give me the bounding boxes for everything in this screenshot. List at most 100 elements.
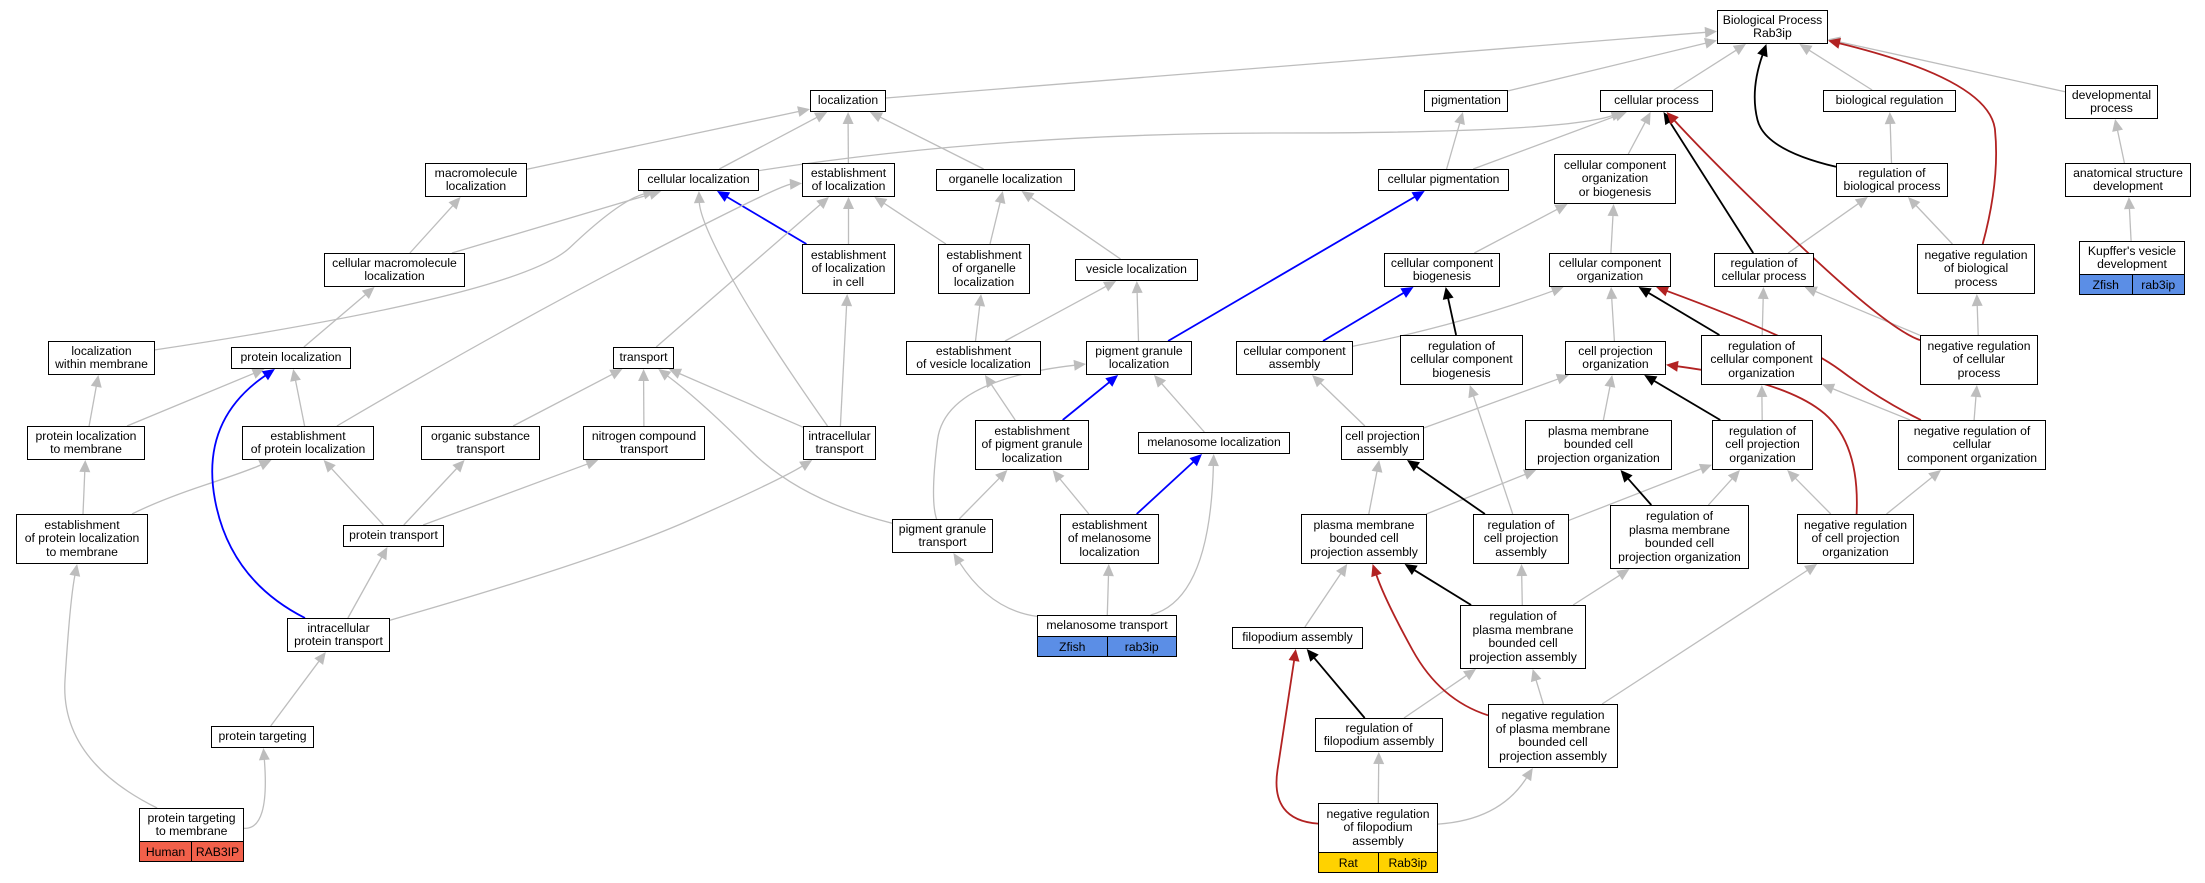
go-term-node-cp[interactable]: cellular process (1600, 90, 1713, 112)
go-term-node-br[interactable]: biological regulation (1823, 90, 1956, 112)
arrowhead-ml-to-pgl (1154, 375, 1167, 388)
arrowhead-pltm-to-lwm (90, 375, 102, 388)
edge-rpmbcpa-to-rcpa (1521, 574, 1523, 606)
go-term-node-eopgl[interactable]: establishment of pigment granule localiz… (975, 420, 1089, 470)
edge-nrcco-to-nrcp (1973, 395, 1977, 421)
go-term-node-pt[interactable]: protein transport (343, 525, 444, 547)
arrowhead-cl-to-cp (1610, 110, 1624, 121)
go-term-node-vl[interactable]: vesicle localization (1075, 259, 1198, 281)
arrowhead-pmbcpa-to-cpa (1371, 460, 1383, 473)
go-term-node-asd[interactable]: anatomical structure development (2065, 163, 2191, 197)
go-term-node-rpmbcpa[interactable]: regulation of plasma membrane bounded ce… (1460, 605, 1586, 669)
go-term-node-ccb[interactable]: cellular component biogenesis (1384, 253, 1500, 287)
go-term-node-pmbcpo[interactable]: plasma membrane bounded cell projection … (1525, 420, 1672, 470)
go-term-node-cpa[interactable]: cell projection assembly (1341, 426, 1424, 460)
go-term-node-ol[interactable]: organelle localization (936, 169, 1075, 191)
go-term-node-ml[interactable]: melanosome localization (1138, 432, 1290, 454)
edge-rpmbcpa-to-rpmbcpo (1572, 574, 1621, 606)
arrowhead-rcpo-to-cpo (1644, 375, 1658, 386)
gene-label: RAB3IP (191, 842, 243, 861)
go-term-node-ost[interactable]: organic substance transport (421, 426, 540, 460)
go-term-node-nrcp[interactable]: negative regulation of cellular process (1920, 335, 2038, 385)
go-term-node-rbp[interactable]: regulation of biological process (1836, 163, 1948, 197)
go-term-node-dev[interactable]: developmental process (2065, 85, 2158, 119)
go-term-node-cpo[interactable]: cell projection organization (1565, 341, 1666, 375)
edge-lwm-to-cl (154, 193, 645, 351)
species-label: Zfish (2092, 277, 2119, 292)
edge-ol-to-loc (879, 116, 984, 170)
go-term-node-cpig[interactable]: cellular pigmentation (1378, 169, 1509, 191)
go-term-node-rcpo[interactable]: regulation of cell projection organizati… (1712, 420, 1813, 470)
go-term-node-nrcco[interactable]: negative regulation of cellular componen… (1898, 420, 2046, 470)
go-term-node-nrbp[interactable]: negative regulation of biological proces… (1917, 244, 2035, 294)
go-term-node-mml[interactable]: macromolecule localization (425, 163, 527, 197)
go-term-node-eool[interactable]: establishment of organelle localization (938, 244, 1030, 294)
go-term-node-eovl[interactable]: establishment of vesicle localization (906, 341, 1041, 375)
go-term-node-tr[interactable]: transport (613, 347, 674, 369)
arrowhead-rpmbcpa-to-rcpa (1516, 564, 1528, 577)
go-term-node-nrfa[interactable]: negative regulation of filopodium assemb… (1318, 803, 1438, 853)
arrowhead-eoml-to-ml (1189, 454, 1202, 467)
go-term-node-nrpmbcpa[interactable]: negative regulation of plasma membrane b… (1488, 704, 1618, 768)
go-term-node-ipt[interactable]: intracellular protein transport (287, 618, 390, 652)
go-term-node-nct[interactable]: nitrogen compound transport (583, 426, 705, 460)
edge-ccob-to-cp (1627, 121, 1647, 155)
go-term-node-ptm[interactable]: protein targeting to membrane (139, 808, 244, 842)
edge-rfa-to-rpmbcpa (1403, 674, 1468, 719)
arrowhead-eopl-to-pl (290, 369, 301, 382)
edge-eool-to-eol (883, 202, 947, 245)
arrowhead-cca-to-cco (1550, 286, 1564, 297)
edge-ptm-to-eoplm (64, 574, 158, 809)
go-term-node-eolc[interactable]: establishment of localization in cell (802, 244, 895, 294)
go-term-node-rcpa[interactable]: regulation of cell projection assembly (1473, 514, 1569, 564)
go-term-node-rccb[interactable]: regulation of cellular component biogene… (1400, 335, 1523, 385)
go-term-node-rpmbcpo[interactable]: regulation of plasma membrane bounded ce… (1610, 505, 1749, 569)
go-term-node-pmbcpa[interactable]: plasma membrane bounded cell projection … (1301, 514, 1427, 564)
arrowhead-nrcpo-to-nrcco (1928, 470, 1941, 482)
go-term-node-loc[interactable]: localization (810, 90, 886, 112)
go-term-node-kvd[interactable]: Kupffer's vesicle development (2079, 241, 2185, 275)
edge-eopl-to-eol (336, 183, 792, 427)
go-term-node-rfa[interactable]: regulation of filopodium assembly (1315, 718, 1443, 752)
go-term-node-eoml[interactable]: establishment of melanosome localization (1060, 514, 1159, 564)
edge-ptm-to-ptg (243, 758, 266, 829)
arrowhead-nrcp-to-rcp (1804, 286, 1818, 297)
arrowhead-ccob-to-cp (1640, 112, 1651, 126)
go-term-node-mt[interactable]: melanosome transport (1037, 615, 1177, 637)
arrowhead-asd-to-dev (2112, 119, 2123, 132)
edge-eovl-to-eool (974, 304, 981, 342)
arrowhead-tr-to-eol (816, 197, 829, 209)
go-term-node-pig[interactable]: pigmentation (1424, 90, 1508, 112)
go-term-node-rcp[interactable]: regulation of cellular process (1714, 253, 1814, 287)
go-term-node-pgl[interactable]: pigment granule localization (1086, 341, 1192, 375)
go-term-node-bp[interactable]: Biological Process Rab3ip (1717, 10, 1828, 44)
arrowhead-ccb-to-ccob (1554, 204, 1568, 215)
arrowhead-pt-to-eopl (323, 460, 336, 473)
edge-cpig-to-cp (1472, 115, 1617, 170)
go-term-node-cca[interactable]: cellular component assembly (1236, 341, 1353, 375)
go-term-node-cco[interactable]: cellular component organization (1549, 253, 1671, 287)
go-term-node-pl[interactable]: protein localization (231, 347, 351, 369)
go-term-node-rcco[interactable]: regulation of cellular component organiz… (1701, 335, 1822, 385)
go-term-node-pltm[interactable]: protein localization to membrane (27, 426, 145, 460)
go-term-node-nrcpo[interactable]: negative regulation of cell projection o… (1797, 514, 1914, 564)
go-term-node-cl[interactable]: cellular localization (638, 169, 759, 191)
go-term-node-pgt[interactable]: pigment granule transport (892, 519, 993, 553)
go-term-node-cmml[interactable]: cellular macromolecule localization (324, 253, 465, 287)
edge-mml-to-loc (526, 110, 800, 170)
edge-br-to-bp (1808, 49, 1873, 91)
go-term-node-eopl[interactable]: establishment of protein localization (242, 426, 374, 460)
go-term-node-eoplm[interactable]: establishment of protein localization to… (16, 514, 148, 564)
go-term-node-fa[interactable]: filopodium assembly (1232, 627, 1363, 649)
arrowhead-nrcp-to-nrbp (1971, 294, 1983, 307)
arrowhead-pltm-to-pl (251, 368, 265, 379)
edge-nrcp-to-nrbp (1976, 304, 1979, 336)
go-term-node-lwm[interactable]: localization within membrane (48, 341, 155, 375)
go-term-node-it[interactable]: intracellular transport (803, 426, 876, 460)
species-label: Zfish (1059, 639, 1086, 654)
edge-cmml-to-mml (409, 204, 454, 254)
arrowhead-rpmbcpo-to-rcpo (1727, 470, 1740, 483)
go-term-node-ptg[interactable]: protein targeting (211, 726, 314, 748)
go-term-node-ccob[interactable]: cellular component organization or bioge… (1554, 154, 1676, 204)
go-term-node-eol[interactable]: establishment of localization (802, 163, 895, 197)
